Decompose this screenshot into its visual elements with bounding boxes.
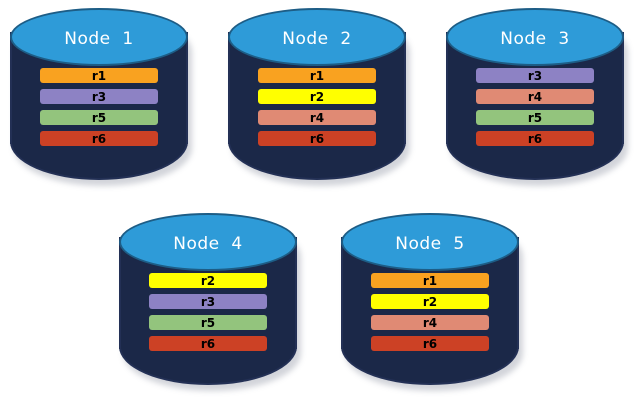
replica-bar-r2[interactable]: r2 [371,294,489,309]
replica-list: r2 r3 r5 r6 [149,273,267,357]
replica-bar-r6[interactable]: r6 [149,336,267,351]
replica-bar-r3[interactable]: r3 [476,68,594,83]
node-3[interactable]: Node 3 r3 r4 r5 r6 [446,8,628,186]
replica-label: r2 [200,273,216,288]
replica-bar-r1[interactable]: r1 [258,68,376,83]
replica-bar-r2[interactable]: r2 [149,273,267,288]
replica-label: r5 [91,110,107,125]
node-5[interactable]: Node 5 r1 r2 r4 r6 [341,213,523,391]
replica-label: r1 [309,68,325,83]
replica-label: r5 [527,110,543,125]
replica-bar-r6[interactable]: r6 [40,131,158,146]
node-2[interactable]: Node 2 r1 r2 r4 r6 [228,8,410,186]
replica-list: r3 r4 r5 r6 [476,68,594,152]
cylinder-top-ellipse: Node 1 [10,8,188,66]
cylinder-top-ellipse: Node 3 [446,8,624,66]
cylinder-top-ellipse: Node 4 [119,213,297,271]
cylinder-top-ellipse: Node 2 [228,8,406,66]
replica-label: r4 [527,89,543,104]
replica-label: r2 [309,89,325,104]
replica-bar-r6[interactable]: r6 [258,131,376,146]
replica-bar-r1[interactable]: r1 [371,273,489,288]
replica-bar-r6[interactable]: r6 [476,131,594,146]
replica-bar-r3[interactable]: r3 [149,294,267,309]
replica-label: r6 [200,336,216,351]
node-title: Node 4 [173,234,243,254]
replica-bar-r4[interactable]: r4 [258,110,376,125]
replica-label: r4 [422,315,438,330]
replica-list: r1 r2 r4 r6 [258,68,376,152]
replica-label: r1 [422,273,438,288]
replica-label: r6 [309,131,325,146]
replica-label: r3 [91,89,107,104]
replica-label: r4 [309,110,325,125]
replica-label: r3 [527,68,543,83]
node-4[interactable]: Node 4 r2 r3 r5 r6 [119,213,301,391]
replica-label: r6 [422,336,438,351]
node-1[interactable]: Node 1 r1 r3 r5 r6 [10,8,192,186]
node-title: Node 5 [395,234,465,254]
replica-list: r1 r3 r5 r6 [40,68,158,152]
replica-label: r2 [422,294,438,309]
replica-label: r6 [527,131,543,146]
node-title: Node 2 [282,29,352,49]
cylinder-top-ellipse: Node 5 [341,213,519,271]
replica-bar-r6[interactable]: r6 [371,336,489,351]
replica-list: r1 r2 r4 r6 [371,273,489,357]
replica-bar-r3[interactable]: r3 [40,89,158,104]
replica-label: r6 [91,131,107,146]
replica-bar-r1[interactable]: r1 [40,68,158,83]
replica-bar-r5[interactable]: r5 [149,315,267,330]
node-title: Node 3 [500,29,570,49]
replica-label: r1 [91,68,107,83]
replica-bar-r5[interactable]: r5 [40,110,158,125]
replica-label: r3 [200,294,216,309]
node-title: Node 1 [64,29,134,49]
replica-label: r5 [200,315,216,330]
replica-bar-r4[interactable]: r4 [476,89,594,104]
replica-bar-r2[interactable]: r2 [258,89,376,104]
replica-bar-r5[interactable]: r5 [476,110,594,125]
replica-bar-r4[interactable]: r4 [371,315,489,330]
